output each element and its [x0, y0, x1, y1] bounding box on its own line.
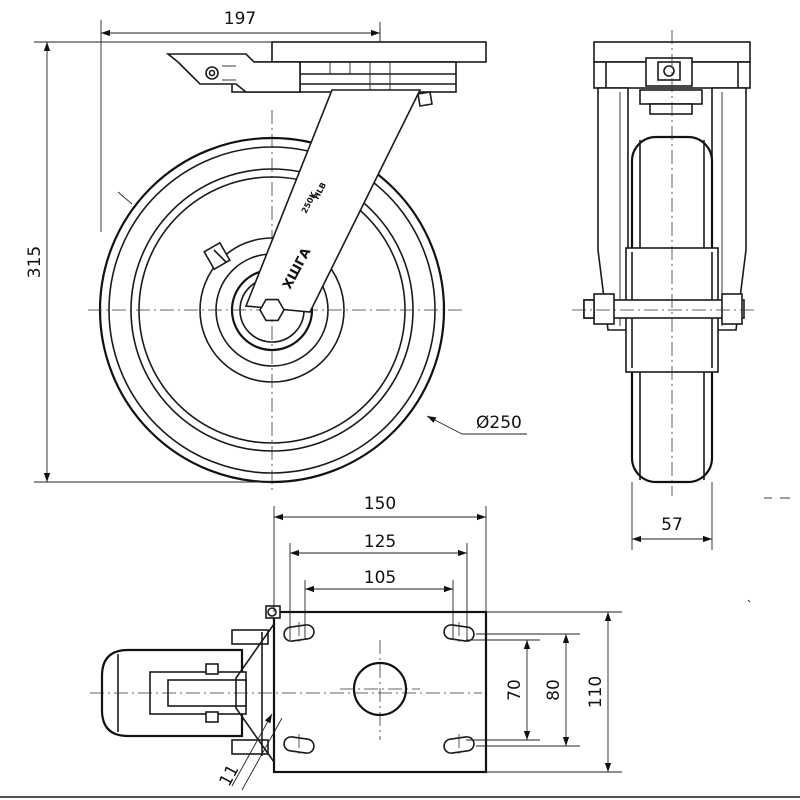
dim-label-150: 150 — [364, 494, 396, 514]
dim-label-315: 315 — [25, 246, 45, 278]
top-mounting-plate — [272, 610, 488, 774]
top-view — [90, 605, 488, 774]
fork-leg — [244, 89, 422, 313]
top-plate — [271, 41, 487, 63]
dim-label-80: 80 — [544, 679, 564, 701]
axle-nut — [259, 298, 285, 322]
grease-nipple — [417, 91, 433, 107]
slot-top-left — [283, 622, 315, 646]
top-view-dimensions: 150 125 105 70 80 110 11 — [216, 494, 751, 791]
slot-top-right — [443, 622, 475, 646]
dim-label-diameter: Ø250 — [476, 413, 522, 433]
dim-label-125: 125 — [364, 532, 396, 552]
dim-label-70: 70 — [505, 679, 525, 701]
front-axle-nut-left — [593, 293, 615, 325]
front-view-dimensions: 57 — [631, 482, 790, 550]
top-wheel — [100, 648, 244, 738]
side-view-dimensions: 197 315 Ø250 — [25, 9, 527, 483]
dim-label-197: 197 — [224, 9, 256, 29]
front-view — [572, 30, 758, 496]
dim-label-57: 57 — [661, 515, 683, 535]
leader-diameter — [426, 415, 463, 435]
front-fork-left — [597, 87, 629, 331]
slot-bottom-right — [443, 734, 475, 758]
slot-bottom-left — [283, 734, 315, 758]
leader-slot-width — [231, 713, 273, 787]
dim-label-11: 11 — [216, 761, 244, 789]
side-view: HLB 250K ХШГА — [88, 28, 487, 492]
dim-label-105: 105 — [364, 568, 396, 588]
front-axle-nut-right — [721, 293, 743, 325]
side-bolt — [203, 241, 231, 271]
brake-pin — [205, 66, 219, 80]
dim-label-110: 110 — [586, 676, 606, 708]
brake-lever — [165, 53, 301, 93]
